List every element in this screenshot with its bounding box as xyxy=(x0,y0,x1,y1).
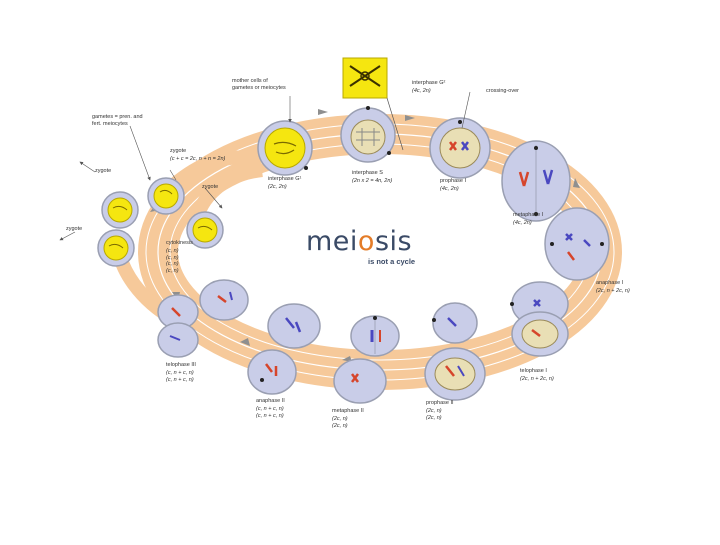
label-anaphase-i: anaphase I xyxy=(596,280,624,286)
cell-telophase-i xyxy=(510,281,569,357)
cell-anaphase-i xyxy=(544,207,610,281)
label-anaphase-ii: anaphase II xyxy=(256,398,285,404)
label-prophase-i: prophase I xyxy=(440,178,466,184)
cell-metaphase-i xyxy=(501,140,571,222)
label-telophase-iii-values: (c, n + c, n) (c, n + c, n) xyxy=(166,370,194,383)
cell-anaphase-ii xyxy=(247,303,321,395)
label-cytokinesis-values: (c, n) (c, n) (c, n) (c, n) xyxy=(166,248,179,274)
label-zygote-mid: zygote xyxy=(202,184,219,190)
label-crossing-over: crossing-over xyxy=(486,88,520,94)
label-telophase-i: telophase I xyxy=(520,368,547,374)
arrow-icon xyxy=(240,338,250,346)
label-zygote-top: zygote xyxy=(170,148,187,154)
label-metaphase-ii-values: (2c, n) (2c, n) xyxy=(332,416,348,429)
label-anaphase-ii-values: (c, n + c, n) (c, n + c, n) xyxy=(256,406,284,419)
label-metaphase-i: metaphase I xyxy=(513,212,544,218)
label-prophase-ii-values: (2c, n) (2c, n) xyxy=(426,408,442,421)
label-interphase-s-values: (2n x 2 = 4n, 2n) xyxy=(352,178,393,184)
label-mother-cells: mother cells of gametes or meiocytes xyxy=(232,78,286,91)
label-prophase-ii: prophase II xyxy=(426,400,454,406)
cell-zygote-upper xyxy=(147,177,185,215)
cell-interphase-s xyxy=(340,106,396,163)
cell-telophase-iii xyxy=(157,294,199,358)
cell-zygote-left-lower xyxy=(97,229,135,267)
arrow-icon xyxy=(318,109,328,115)
label-interphase-s: interphase S xyxy=(352,170,383,176)
label-cytokinesis: cytokinesis xyxy=(166,240,193,246)
label-metaphase-ii: metaphase II xyxy=(332,408,364,414)
label-metaphase-i-values: (4c, 2n) xyxy=(513,220,532,226)
cell-prophase-ii xyxy=(424,302,486,401)
title-accent-letter: o xyxy=(357,226,375,257)
leader-lines xyxy=(59,91,471,241)
label-telophase-iii: telophase III xyxy=(166,362,196,368)
label-zygote-top-values: (c + c = 2c, n + n = 2n) xyxy=(170,156,226,162)
cell-prophase-i xyxy=(429,117,491,179)
label-interphase-g2: interphase G² xyxy=(412,80,446,86)
cell-zygote-mid xyxy=(186,211,224,249)
label-anaphase-i-values: (2c, n + 2c, n) xyxy=(596,288,630,294)
arrow-icon xyxy=(573,178,580,188)
label-interphase-g2-values: (4c, 2n) xyxy=(412,88,431,94)
label-interphase-g1-values: (2c, 2n) xyxy=(268,184,287,190)
crossing-over-inset xyxy=(342,57,404,151)
cell-metaphase-ii xyxy=(333,315,400,404)
cell-telophase-ii xyxy=(199,279,249,321)
label-gametes: gametes = pren. and fert. meiocytes xyxy=(92,114,143,127)
label-prophase-i-values: (4c, 2n) xyxy=(440,186,459,192)
label-interphase-g1: interphase G¹ xyxy=(268,176,302,182)
diagram-subtitle: is not a cycle xyxy=(368,257,416,266)
label-zygote-left-upper: zygote xyxy=(95,168,112,174)
arrow-icon xyxy=(405,115,415,121)
cell-interphase-g1 xyxy=(257,120,313,176)
label-zygote-left-lower: zygote xyxy=(66,226,83,232)
label-telophase-i-values: (2c, n + 2c, n) xyxy=(520,376,554,382)
diagram-title: meiosis xyxy=(306,226,413,257)
cell-zygote-left-upper xyxy=(101,191,139,229)
